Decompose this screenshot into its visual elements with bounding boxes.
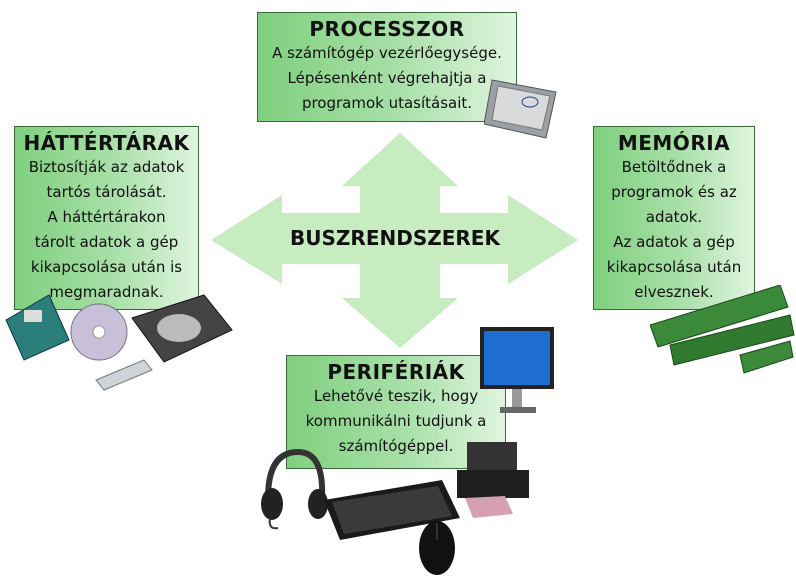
headphones-icon [261,448,328,530]
cpu-icon [484,79,557,139]
monitor-icon [480,327,554,413]
memory-line: programok és az [611,183,737,201]
mouse-icon [419,521,455,575]
memory-title: MEMÓRIA [617,131,731,155]
peripherals-box: PERIFÉRIÁK Lehetővé teszik, hogy kommuni… [286,355,506,469]
storage-line: tartós tárolását. [46,183,167,201]
memory-box: MEMÓRIA Betöltődnek a programok és az ad… [593,126,755,310]
processor-line: A számítógép vezérlőegysége. [272,44,502,62]
storage-media-icon [5,294,233,391]
storage-box: HÁTTÉRTÁRAK Biztosítják az adatok tartós… [14,126,199,310]
storage-line: kikapcsolása után is [30,258,183,276]
processor-box: PROCESSZOR A számítógép vezérlőegysége. … [257,12,517,122]
ram-modules-icon [650,285,795,374]
storage-line: megmaradnak. [49,283,164,301]
processor-line: Lépésenként végrehajtja a [287,69,487,87]
memory-line: Az adatok a gép [613,233,735,251]
keyboard-icon [324,480,460,540]
peripherals-line: Lehetővé teszik, hogy [313,387,479,405]
memory-line: adatok. [645,208,703,226]
processor-line: programok utasításait. [301,94,473,112]
peripherals-title: PERIFÉRIÁK [327,360,465,384]
memory-line: elvesznek. [634,283,714,301]
processor-title: PROCESSZOR [309,17,465,41]
memory-line: kikapcsolása után [606,258,742,276]
storage-line: A háttértárakon [47,208,166,226]
bus-systems-label: BUSZRENDSZEREK [290,226,500,250]
storage-line: Biztosítják az adatok [28,158,185,176]
printer-icon [457,442,529,518]
four-way-arrow [211,133,578,348]
storage-line: tárolt adatok a gép [34,233,179,251]
storage-title: HÁTTÉRTÁRAK [23,131,190,155]
memory-line: Betöltődnek a [621,158,727,176]
peripherals-line: számítógéppel. [338,437,454,455]
peripherals-line: kommunikálni tudjunk a [305,412,487,430]
